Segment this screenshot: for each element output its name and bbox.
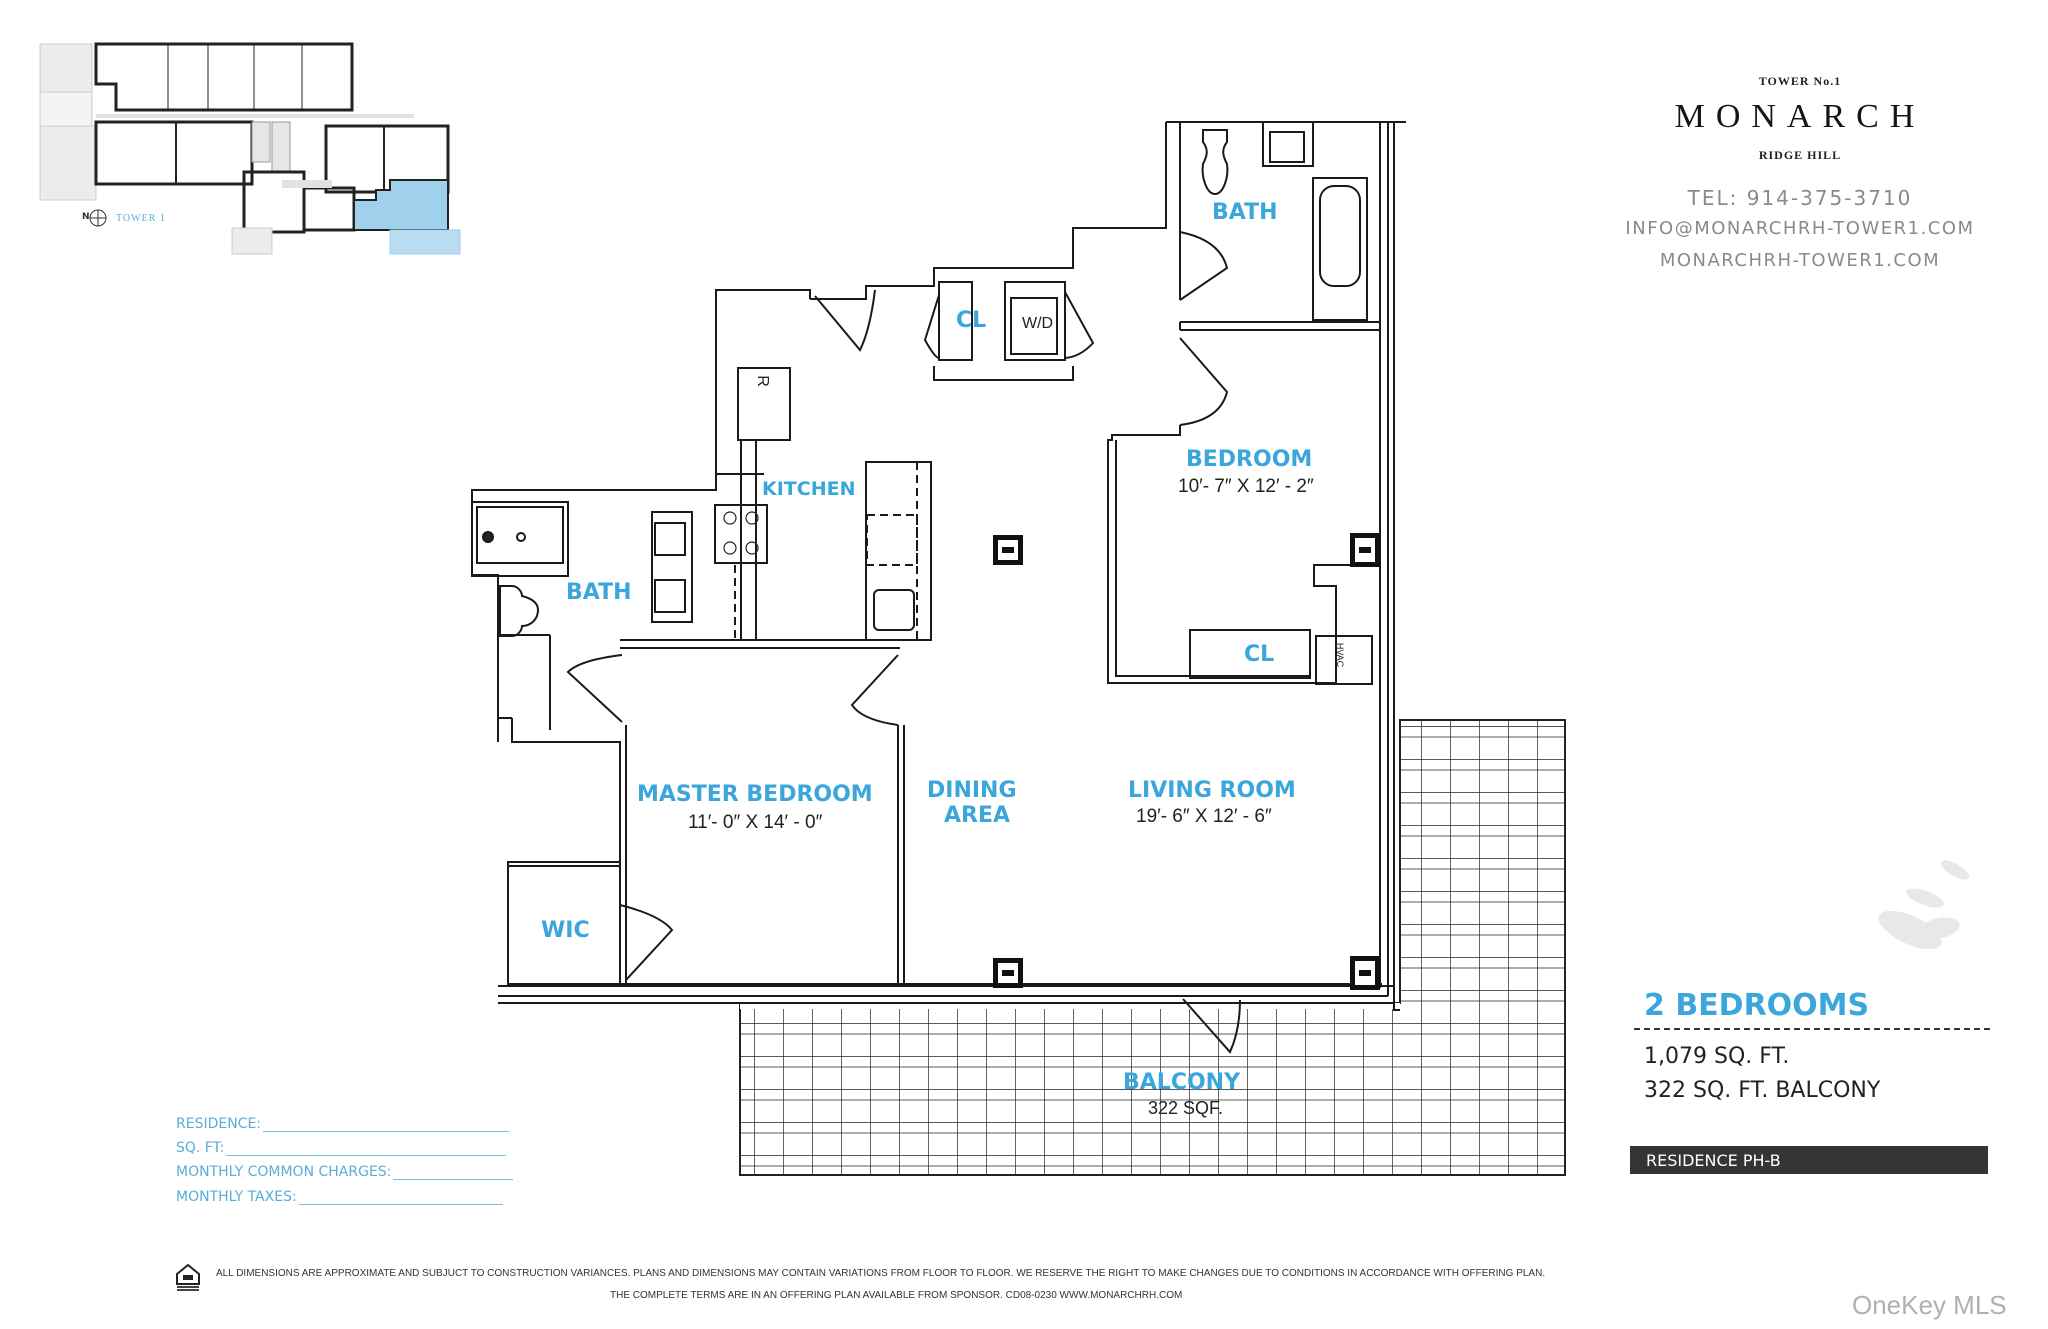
room-label-bedroom: BEDROOM	[1186, 447, 1313, 472]
onekey-mls-watermark: OneKey MLS	[1852, 1290, 2007, 1320]
sqft-field-line[interactable]	[226, 1141, 507, 1156]
sqft-field-label: SQ. FT:	[176, 1140, 225, 1156]
taxes-field[interactable]: MONTHLY TAXES:	[176, 1189, 503, 1205]
key-plan-tower-label: TOWER 1	[116, 213, 166, 224]
bedroom-count: 2 BEDROOMS	[1644, 988, 1870, 1023]
sqft-field[interactable]: SQ. FT:	[176, 1140, 507, 1156]
living-room-dimensions: 19′- 6″ X 12′ - 6″	[1136, 806, 1272, 827]
taxes-field-line[interactable]	[298, 1190, 503, 1205]
balcony-area-label: 322 SQF.	[1148, 1098, 1224, 1118]
equal-housing-icon	[176, 1263, 200, 1292]
room-label-closet-bedroom: CL	[1244, 642, 1275, 667]
residence-field[interactable]: RESIDENCE:	[176, 1116, 510, 1132]
email-link[interactable]: INFO@MONARCHRH-TOWER1.COM	[1625, 218, 1975, 239]
residence-field-label: RESIDENCE:	[176, 1116, 262, 1132]
room-label-bath-left: BATH	[566, 580, 632, 605]
room-label-balcony: BALCONY	[1123, 1070, 1241, 1095]
common-charges-field-line[interactable]	[393, 1165, 514, 1180]
room-label-kitchen: KITCHEN	[762, 478, 856, 500]
summary-divider	[1634, 1028, 1990, 1030]
bedroom-dimensions: 10′- 7″ X 12′ - 2″	[1178, 476, 1314, 497]
website-link[interactable]: MONARCHRH-TOWER1.COM	[1659, 250, 1941, 271]
common-charges-field[interactable]: MONTHLY COMMON CHARGES:	[176, 1164, 514, 1180]
compass-label: N	[82, 212, 90, 222]
brand-block: TOWER No.1 MONARCH RIDGE HILL TEL: 914-3…	[1570, 70, 2030, 280]
room-label-dining-line1: DINING	[927, 778, 1017, 803]
disclaimer-line2: THE COMPLETE TERMS ARE IN AN OFFERING PL…	[610, 1290, 1183, 1301]
residence-bar: RESIDENCE PH-B	[1630, 1146, 1988, 1174]
tower-label: TOWER No.1	[1758, 74, 1842, 88]
location-label: RIDGE HILL	[1758, 148, 1842, 162]
master-bedroom-dimensions: 11′- 0″ X 14′ - 0″	[688, 812, 823, 833]
taxes-field-label: MONTHLY TAXES:	[176, 1189, 297, 1205]
structural-columns	[993, 533, 1380, 990]
unit-sqft: 1,079 SQ. FT.	[1644, 1044, 1790, 1069]
room-label-living-room: LIVING ROOM	[1128, 778, 1296, 803]
washer-dryer-label: W/D	[1022, 315, 1054, 332]
room-label-master-bedroom: MASTER BEDROOM	[637, 782, 873, 807]
common-charges-field-label: MONTHLY COMMON CHARGES:	[176, 1164, 392, 1180]
disclaimer-line1: ALL DIMENSIONS ARE APPROXIMATE AND SUBJU…	[216, 1268, 1546, 1279]
residence-field-line[interactable]	[263, 1117, 510, 1132]
brand-name: MONARCH	[1674, 98, 1926, 135]
butterfly-watermark	[1878, 860, 1970, 950]
key-plan-drawing	[39, 42, 461, 255]
key-plan: N TOWER 1	[36, 30, 466, 275]
room-label-dining-line2: AREA	[944, 803, 1011, 828]
room-label-wic: WIC	[541, 918, 590, 943]
hvac-label: HVAC	[1335, 642, 1346, 668]
refrigerator-label: R	[753, 375, 771, 387]
balcony-sqft: 322 SQ. FT. BALCONY	[1644, 1078, 1881, 1103]
room-label-closet-top: CL	[956, 308, 987, 333]
room-label-bath-top: BATH	[1212, 200, 1278, 225]
phone-link[interactable]: TEL: 914-375-3710	[1687, 186, 1913, 210]
residence-label: RESIDENCE PH-B	[1646, 1151, 1781, 1170]
